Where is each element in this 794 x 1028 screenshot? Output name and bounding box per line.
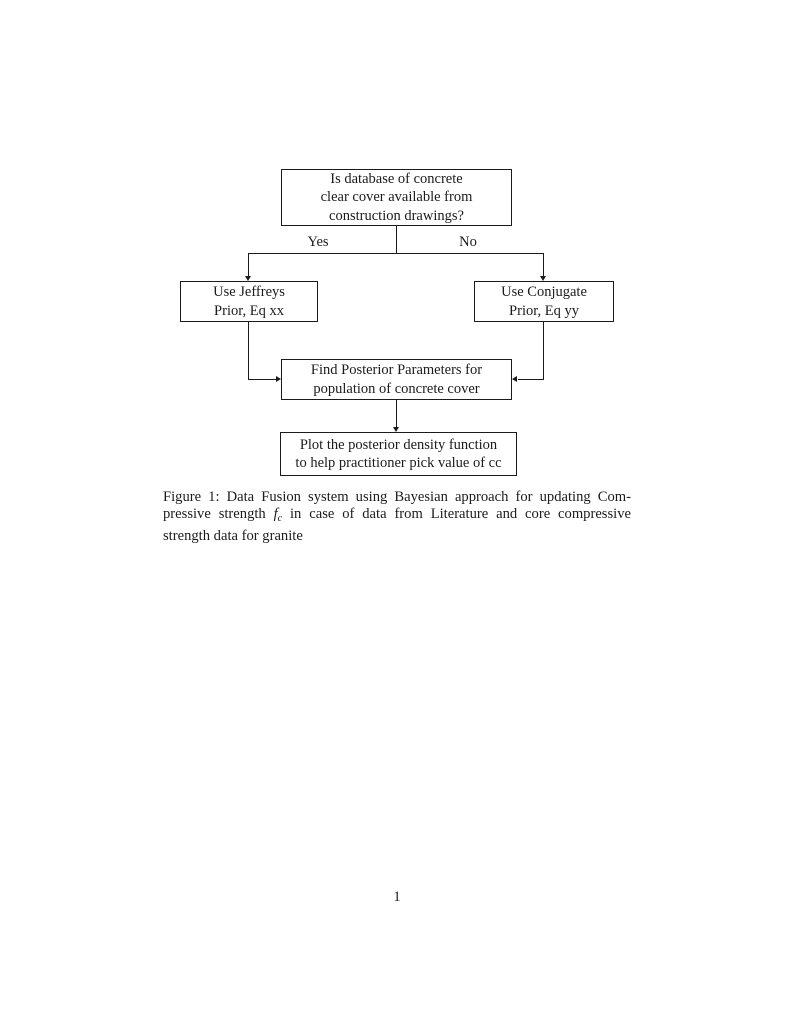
connector-no-drop bbox=[543, 253, 544, 276]
flowchart-node-conjugate: Use Conjugate Prior, Eq yy bbox=[474, 281, 614, 322]
connector-conjugate-down bbox=[543, 322, 544, 379]
flowchart-node-plot: Plot the posterior density function to h… bbox=[280, 432, 517, 476]
connector-conjugate-in bbox=[518, 379, 544, 380]
node-text-line: Find Posterior Parameters for bbox=[310, 362, 483, 378]
caption-line-2-pre: pressive strength bbox=[163, 506, 274, 523]
page-number: 1 bbox=[393, 889, 401, 905]
node-text-line: population of concrete cover bbox=[313, 380, 480, 397]
caption-line-1: Figure 1: Data Fusion system using Bayes… bbox=[163, 489, 631, 505]
caption-line-3: strength data for granite bbox=[163, 527, 303, 544]
edge-label-no: No bbox=[459, 234, 477, 250]
node-text-line: Prior, Eq yy bbox=[509, 302, 579, 319]
flowchart-node-posterior: Find Posterior Parameters for population… bbox=[281, 359, 512, 400]
caption-line-2: pressive strength fc in case of data fro… bbox=[163, 506, 631, 527]
connector-jeffreys-in bbox=[248, 379, 276, 380]
connector-yes-drop bbox=[248, 253, 249, 276]
connector-branch-split bbox=[248, 253, 544, 254]
arrow-down-icon bbox=[392, 426, 399, 432]
node-text-line: Plot the posterior density function bbox=[299, 436, 498, 453]
arrow-left-icon bbox=[512, 376, 517, 382]
figure-caption: Figure 1: Data Fusion system using Bayes… bbox=[163, 489, 631, 545]
arrow-right-icon bbox=[275, 376, 281, 382]
node-text-line: construction drawings? bbox=[329, 207, 464, 224]
node-text-line: Is database of concrete bbox=[330, 170, 463, 187]
connector-posterior-down bbox=[396, 400, 397, 427]
connector-jeffreys-down bbox=[248, 322, 249, 379]
math-symbol-f: f bbox=[273, 506, 278, 523]
node-text-line: Use Conjugate bbox=[501, 284, 587, 300]
connector-decision-stem bbox=[396, 226, 397, 253]
node-text-line: to help practitioner pick value of cc bbox=[295, 455, 502, 471]
node-text-line: Use Jeffreys bbox=[213, 284, 285, 300]
node-text-line: Prior, Eq xx bbox=[214, 302, 284, 319]
arrow-down-icon bbox=[539, 275, 546, 281]
flowchart-node-jeffreys: Use Jeffreys Prior, Eq xx bbox=[180, 281, 318, 322]
math-subscript-c: c bbox=[277, 513, 283, 525]
arrow-down-icon bbox=[244, 275, 251, 281]
edge-label-yes: Yes bbox=[307, 234, 329, 250]
flowchart-node-decision: Is database of concrete clear cover avai… bbox=[281, 169, 512, 226]
node-text-line: clear cover available from bbox=[320, 189, 473, 206]
caption-line-2-post: in case of data from Literature and core… bbox=[282, 506, 631, 523]
